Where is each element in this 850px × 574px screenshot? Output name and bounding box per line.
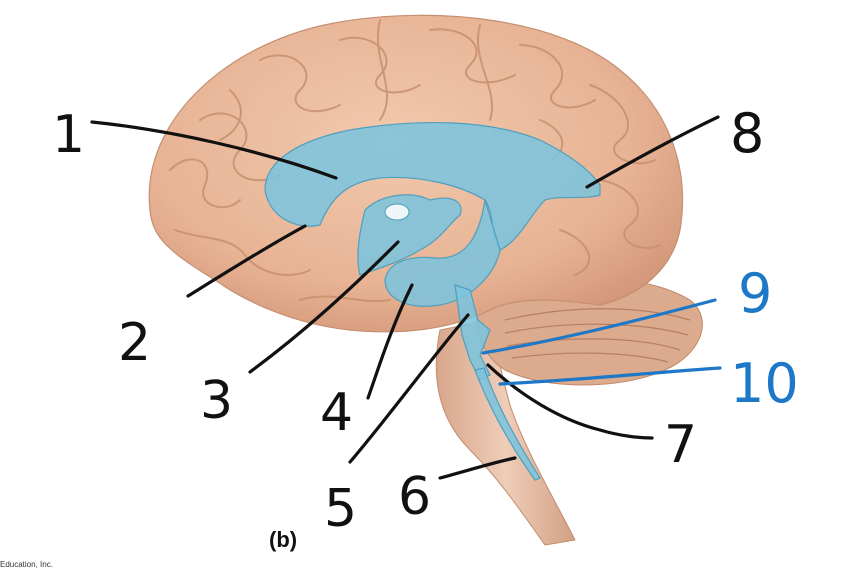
brain-gyri	[169, 19, 661, 302]
label-2: 2	[118, 313, 151, 373]
ventricles	[264, 122, 601, 481]
leader-line-3	[248, 240, 400, 374]
leader-line-6	[438, 456, 517, 480]
leader-lines-blue	[481, 298, 722, 386]
leader-line-8	[585, 115, 720, 189]
interventricular-foramen	[384, 203, 410, 221]
label-9: 9	[738, 262, 772, 325]
label-7: 7	[664, 415, 697, 475]
leader-line-5	[348, 313, 470, 464]
lateral-ventricle	[264, 122, 601, 251]
leader-line-2	[186, 224, 307, 298]
panel-label: (b)	[269, 527, 298, 552]
leader-line-7	[486, 363, 654, 440]
label-1: 1	[52, 105, 85, 165]
leader-lines-black	[90, 115, 720, 480]
label-8: 8	[730, 102, 764, 165]
cerebral-aqueduct	[454, 284, 491, 381]
leader-line-10	[498, 366, 722, 386]
central-canal	[474, 367, 541, 481]
leader-line-9	[481, 298, 717, 355]
leader-line-4	[366, 283, 414, 400]
leader-line-1	[90, 120, 338, 180]
credit-text: Education, Inc.	[0, 560, 53, 569]
number-labels: 1 2 3 4 5 6 7 8 9 10	[52, 102, 799, 539]
label-10: 10	[730, 352, 799, 415]
label-4: 4	[320, 383, 353, 443]
cerebellum-folia	[504, 308, 691, 363]
label-3: 3	[200, 371, 233, 431]
label-5: 5	[324, 479, 357, 539]
label-6: 6	[398, 467, 431, 527]
